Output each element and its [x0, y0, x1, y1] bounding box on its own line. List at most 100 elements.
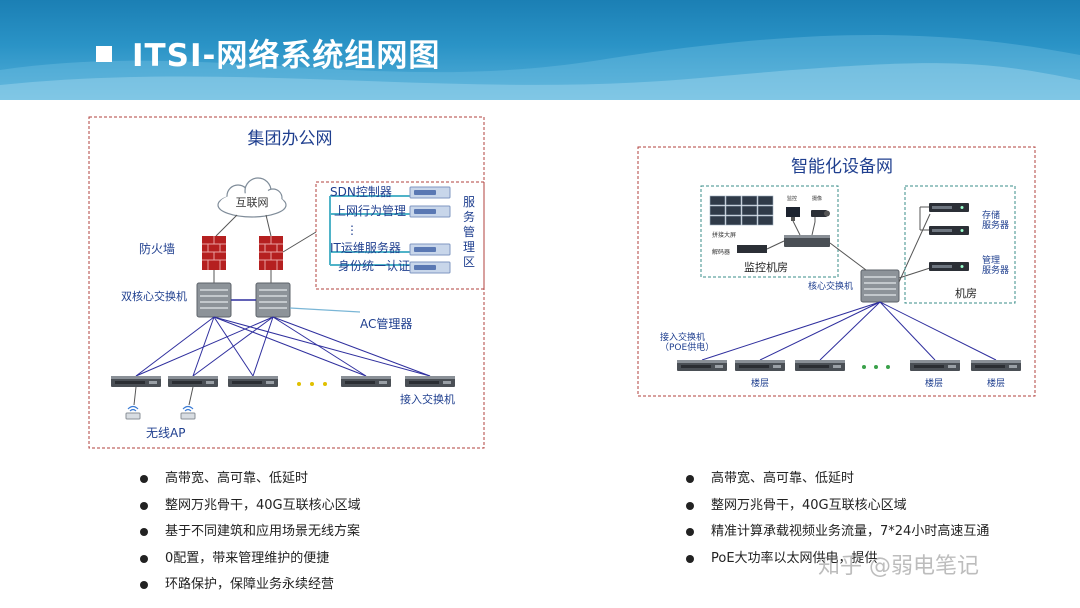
server-label-itops: IT运维服务器 — [330, 240, 401, 255]
camera-icon — [811, 210, 830, 222]
access-switch-icon — [795, 360, 845, 371]
wireless-ap-icon — [125, 405, 141, 420]
feature-item: 整网万兆骨干，40G互联核心区域 — [686, 496, 989, 523]
server-icon — [409, 205, 451, 218]
bullet-dot — [686, 501, 694, 510]
access-switch-icon — [405, 376, 455, 387]
device-network-frame — [637, 146, 1036, 397]
core-switch-label-right: 核心交换机 — [808, 280, 853, 292]
feature-text: 整网万兆骨干，40G互联核心区域 — [165, 497, 361, 513]
feature-text: PoE大功率以太网供电，提供 — [711, 550, 878, 566]
floor-label: 楼层 — [925, 377, 943, 389]
access-switch-icon — [228, 376, 278, 387]
firewall-icon — [202, 236, 226, 270]
server-management-zone — [315, 181, 485, 290]
server-icon — [409, 243, 451, 256]
bullet-dot — [686, 528, 694, 536]
server-icon — [409, 261, 451, 274]
decoder-icon — [737, 245, 767, 253]
mgmt-server-label-line: 服务器 — [982, 264, 1009, 276]
floor-access-links — [701, 301, 997, 361]
feature-item: 高带宽、高可靠、低延时 — [686, 469, 989, 496]
title-banner: ITSI-网络系统组网图 — [0, 0, 1080, 100]
storage-server-label-line: 服务器 — [982, 219, 1009, 231]
watermark: 知乎 @弱电笔记 — [818, 554, 979, 579]
bullet-dot — [686, 554, 694, 563]
office-network-frame — [88, 116, 485, 449]
server-icon — [929, 226, 969, 235]
server-label-behavior: 上网行为管理 — [334, 203, 406, 218]
vertical-ellipsis: ⋮ — [346, 223, 358, 237]
access-switch-icon — [341, 376, 391, 387]
bullet-dot — [140, 581, 148, 589]
feature-text: 高带宽、高可靠、低延时 — [165, 471, 309, 486]
server-zone-label-line: 区 — [463, 255, 475, 269]
ellipsis-dots — [297, 382, 327, 386]
access-switch-label-right-line: （POE供电） — [660, 341, 714, 353]
page-title: ITSI-网络系统组网图 — [132, 38, 441, 74]
feature-text: 环路保护，保障业务永续经营 — [165, 577, 335, 592]
bullet-dot — [140, 554, 148, 563]
feature-text: 0配置，带来管理维护的便捷 — [165, 550, 330, 566]
feature-item: 整网万兆骨干，40G互联核心区域 — [140, 496, 361, 523]
banner-wave-decoration — [0, 35, 1080, 100]
firewall-icon — [259, 236, 283, 270]
server-zone-label-line: 理 — [463, 240, 475, 254]
monitor-room-zone — [700, 185, 839, 278]
feature-text: 整网万兆骨干，40G互联核心区域 — [711, 497, 907, 513]
core-switch-icon — [784, 235, 830, 247]
title-bullet-square — [96, 46, 112, 62]
server-label-sdn: SDN控制器 — [330, 185, 392, 199]
server-room-label: 机房 — [955, 286, 977, 300]
office-network-title: 集团办公网 — [248, 129, 333, 149]
access-switch-icon — [677, 360, 727, 371]
wireless-ap-label: 无线AP — [146, 426, 185, 440]
monitor-room-label: 监控机房 — [744, 260, 788, 274]
workstation-label: 监控 — [787, 195, 797, 202]
feature-item: 高带宽、高可靠、低延时 — [140, 469, 361, 496]
server-icon — [409, 186, 451, 199]
feature-item: 精准计算承载视频业务流量，7*24小时高速互通 — [686, 522, 989, 549]
internet-label: 互联网 — [236, 196, 269, 209]
video-wall-icon — [709, 195, 774, 226]
ac-manager-label: AC管理器 — [360, 316, 412, 331]
camera-label: 摄像 — [812, 195, 822, 202]
access-switch-icon — [735, 360, 785, 371]
bullet-dot — [140, 475, 148, 483]
bullet-dot — [140, 528, 148, 536]
feature-item: 0配置，带来管理维护的便捷 — [140, 549, 361, 576]
workstation-icon — [786, 207, 800, 221]
server-icon — [929, 203, 969, 212]
wireless-ap-icon — [180, 405, 196, 420]
server-icon — [929, 262, 969, 271]
device-network-title: 智能化设备网 — [791, 157, 893, 177]
mgmt-server-label-line: 管理 — [982, 254, 1000, 266]
bullet-dot — [140, 501, 148, 510]
core-switch-icon — [255, 282, 291, 318]
access-switch-icon — [910, 360, 960, 371]
feature-text: 高带宽、高可靠、低延时 — [711, 471, 855, 486]
core-switch-icon — [860, 269, 900, 303]
floor-label: 楼层 — [987, 377, 1005, 389]
access-switch-icon — [168, 376, 218, 387]
core-switch-icon — [196, 282, 232, 318]
video-wall-label: 拼接大屏 — [712, 231, 736, 239]
cloud-icon — [217, 177, 287, 218]
server-label-identity: 身份统一认证 — [338, 258, 410, 273]
access-switch-label-right-line: 接入交换机 — [660, 331, 705, 343]
ellipsis-dots — [862, 365, 890, 369]
server-zone-label-line: 管 — [463, 224, 475, 239]
access-switch-icon — [111, 376, 161, 387]
server-zone-label-line: 服 — [463, 195, 475, 209]
left-feature-list: 高带宽、高可靠、低延时整网万兆骨干，40G互联核心区域基于不同建筑和应用场景无线… — [140, 469, 361, 602]
feature-text: 精准计算承载视频业务流量，7*24小时高速互通 — [711, 524, 990, 539]
feature-item: 环路保护，保障业务永续经营 — [140, 575, 361, 602]
storage-server-label-line: 存储 — [982, 209, 1000, 221]
firewall-label: 防火墙 — [139, 241, 175, 256]
feature-item: 基于不同建筑和应用场景无线方案 — [140, 522, 361, 549]
access-switch-icon — [971, 360, 1021, 371]
